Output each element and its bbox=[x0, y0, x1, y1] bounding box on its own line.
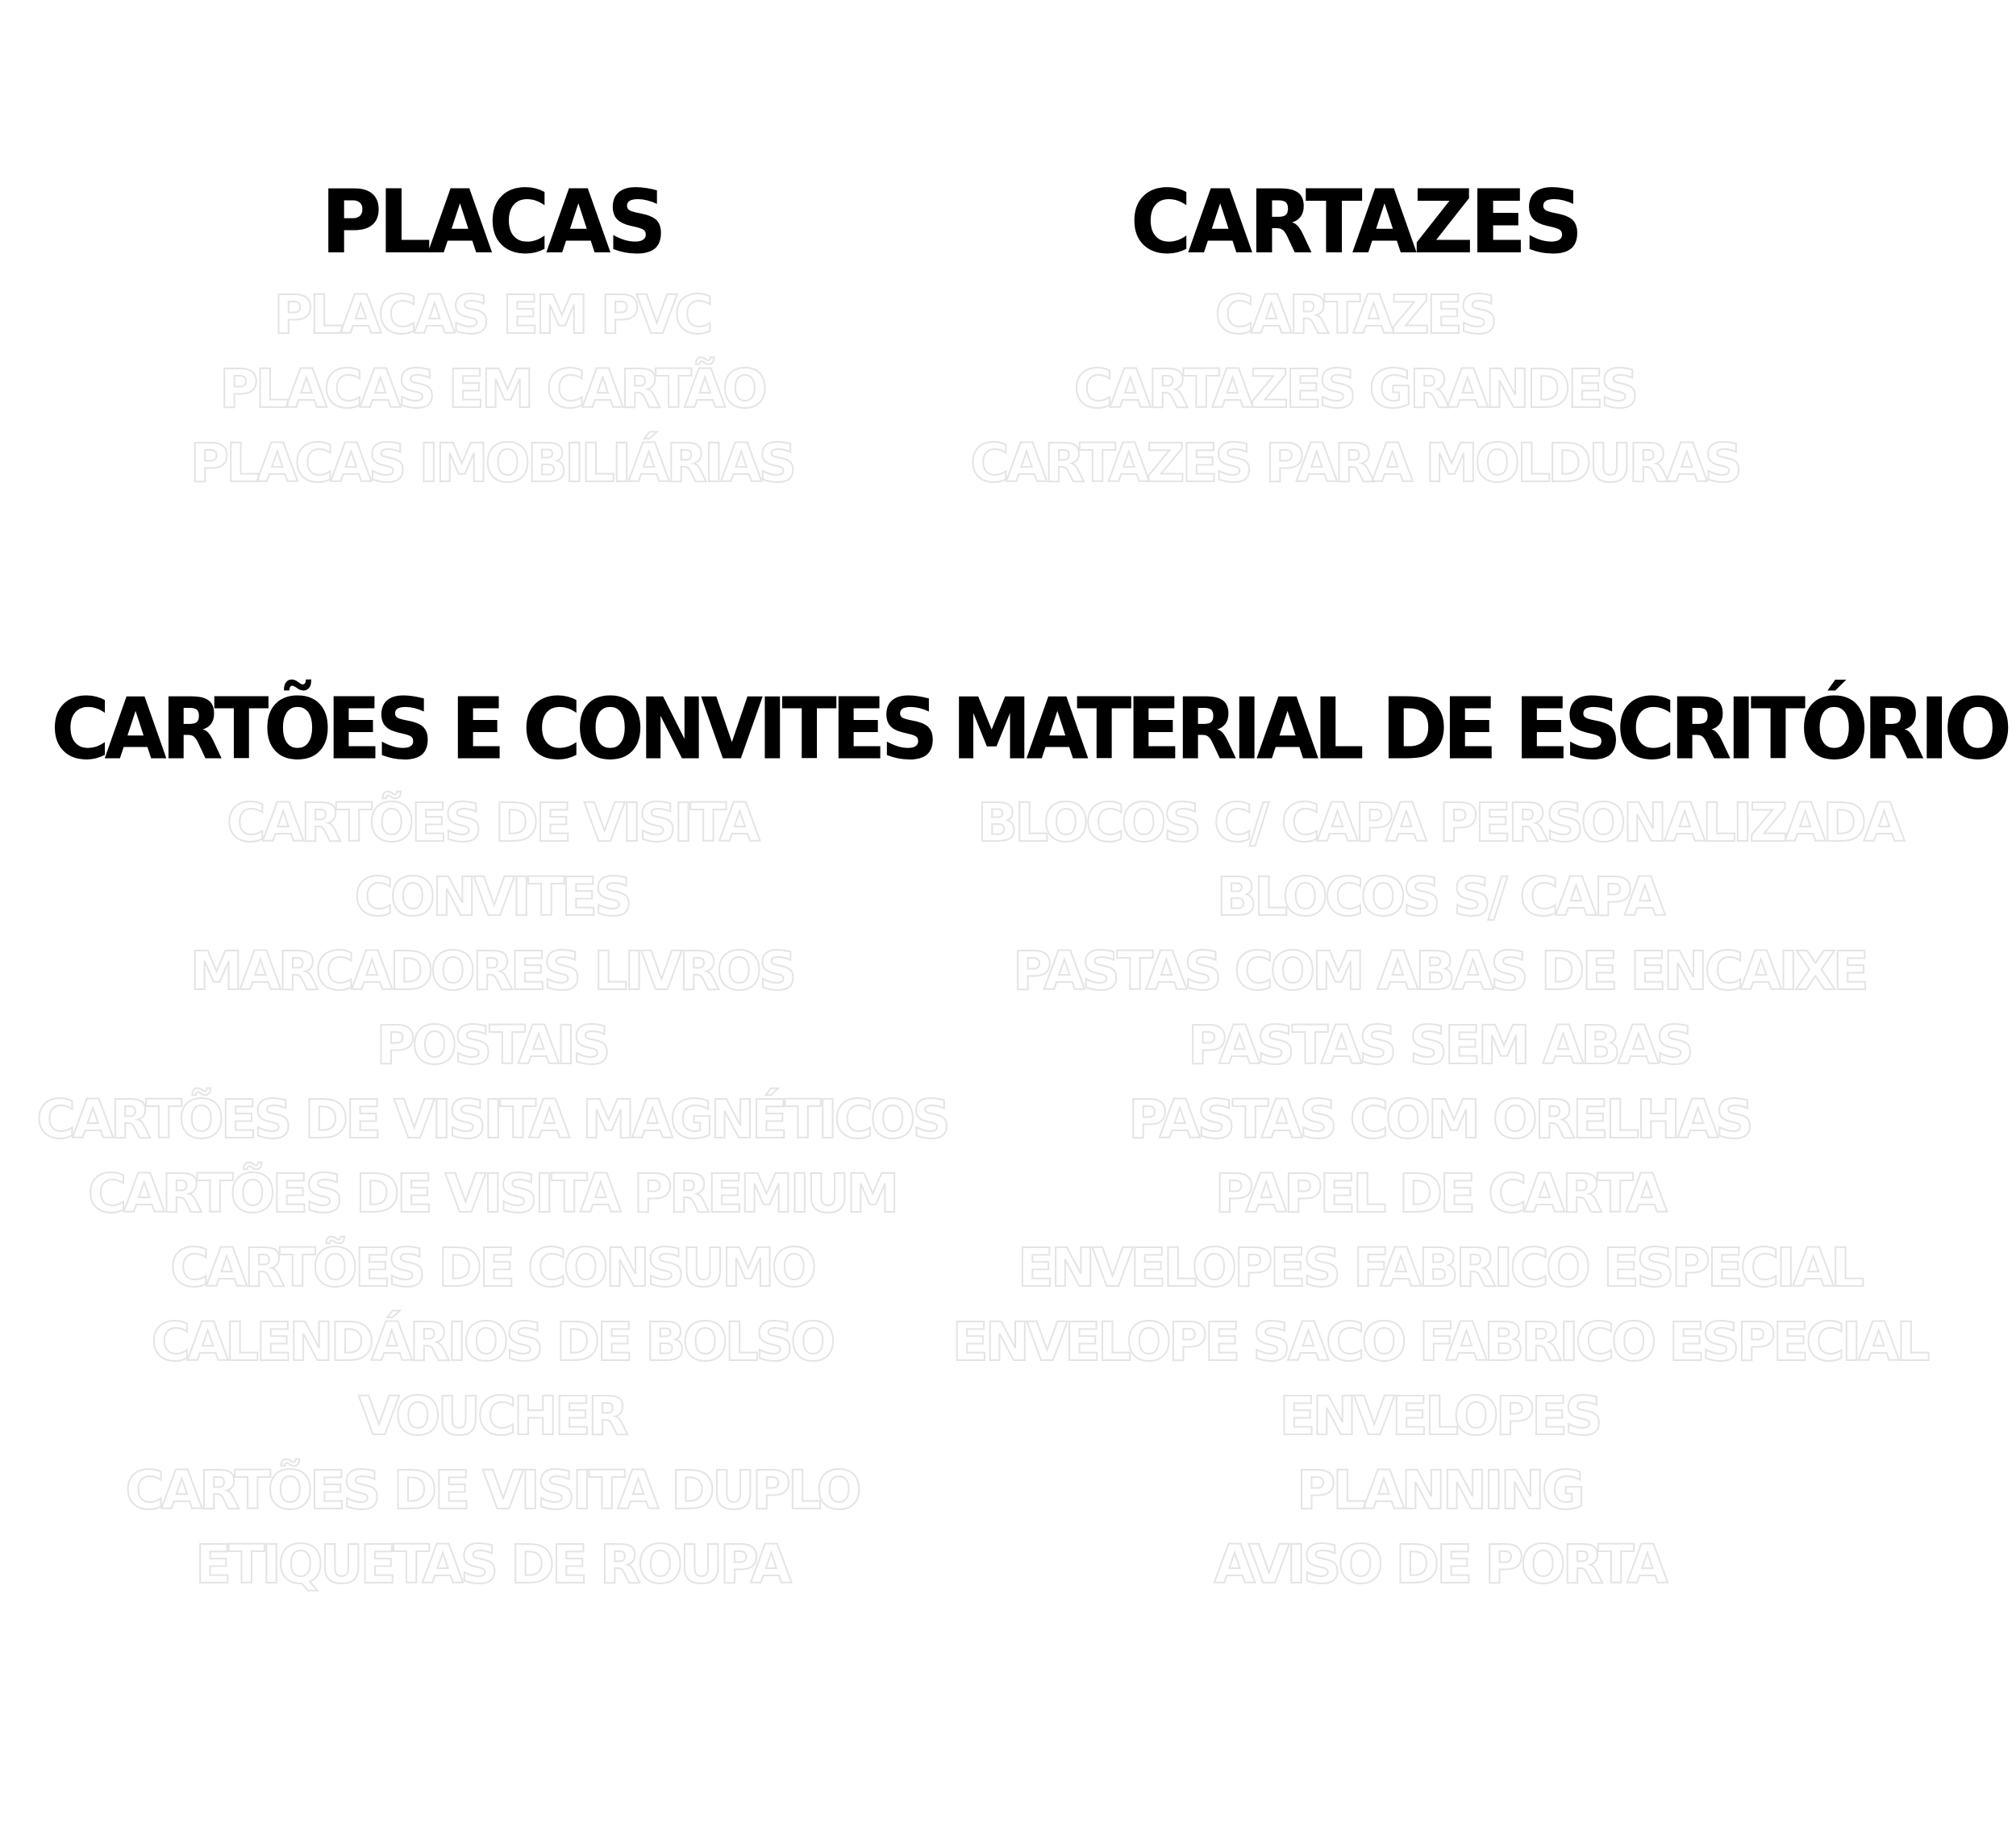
menu-item-envelopes[interactable]: ENVELOPES bbox=[1278, 1384, 1603, 1448]
section-material-de-escritorio: MATERIAL DE ESCRITÓRIO BLOCOS C/ CAPA PE… bbox=[952, 673, 2013, 1602]
menu-item-pastas-sem-abas[interactable]: PASTAS SEM ABAS bbox=[1187, 1013, 1695, 1077]
menu-item-placas-em-pvc[interactable]: PLACAS EM PVC bbox=[273, 283, 714, 347]
menu-item-voucher[interactable]: VOUCHER bbox=[357, 1384, 629, 1448]
menu-list-cartoes-e-convites: CARTÕES DE VISITA CONVITES MARCADORES LI… bbox=[0, 786, 984, 1602]
menu-item-cartoes-de-visita[interactable]: CARTÕES DE VISITA bbox=[226, 791, 761, 855]
menu-item-cartoes-de-visita-premium[interactable]: CARTÕES DE VISITA PREMIUM bbox=[87, 1162, 900, 1226]
menu-list-material-de-escritorio: BLOCOS C/ CAPA PERSONALIZADA BLOCOS S/ C… bbox=[952, 786, 1931, 1602]
menu-item-convites[interactable]: CONVITES bbox=[353, 865, 633, 929]
menu-item-aviso-de-porta[interactable]: AVISO DE PORTA bbox=[1213, 1533, 1668, 1596]
section-heading-cartoes-e-convites: CARTÕES E CONVITES bbox=[50, 680, 939, 779]
menu-list-placas: PLACAS EM PVC PLACAS EM CARTÃO PLACAS IM… bbox=[89, 278, 895, 501]
menu-item-etiquetas-de-roupa[interactable]: ETIQUETAS DE ROUPA bbox=[194, 1533, 793, 1596]
menu-item-postais[interactable]: POSTAIS bbox=[375, 1013, 611, 1077]
menu-item-cartazes-grandes[interactable]: CARTAZES GRANDES bbox=[1073, 357, 1640, 421]
menu-item-cartoes-de-visita-magneticos[interactable]: CARTÕES DE VISITA MAGNÉTICOS bbox=[35, 1088, 952, 1151]
menu-item-placas-imobiliarias[interactable]: PLACAS IMOBILIÁRIAS bbox=[190, 431, 798, 495]
section-heading-material-de-escritorio: MATERIAL DE ESCRITÓRIO bbox=[952, 680, 2012, 779]
section-heading-placas: PLACAS bbox=[320, 169, 668, 274]
menu-item-blocos-c-capa-personalizada[interactable]: BLOCOS C/ CAPA PERSONALIZADA bbox=[977, 791, 1906, 855]
menu-item-calendarios-de-bolso[interactable]: CALENDÁRIOS DE BOLSO bbox=[151, 1310, 837, 1374]
menu-item-cartoes-de-visita-duplo[interactable]: CARTÕES DE VISITA DUPLO bbox=[124, 1459, 862, 1522]
menu-item-pastas-com-orelhas[interactable]: PASTAS COM ORELHAS bbox=[1127, 1088, 1755, 1151]
menu-item-cartoes-de-consumo[interactable]: CARTÕES DE CONSUMO bbox=[169, 1236, 818, 1300]
section-placas: PLACAS PLACAS EM PVC PLACAS EM CARTÃO PL… bbox=[89, 165, 895, 501]
menu-item-blocos-s-capa[interactable]: BLOCOS S/ CAPA bbox=[1216, 865, 1667, 929]
menu-item-planning[interactable]: PLANNING bbox=[1296, 1459, 1586, 1522]
section-cartazes: CARTAZES CARTAZES CARTAZES GRANDES CARTA… bbox=[952, 165, 1758, 501]
menu-item-marcadores-livros[interactable]: MARCADORES LIVROS bbox=[190, 939, 798, 1003]
menu-list-cartazes: CARTAZES CARTAZES GRANDES CARTAZES PARA … bbox=[952, 278, 1758, 501]
menu-item-pastas-com-abas-de-encaixe[interactable]: PASTAS COM ABAS DE ENCAIXE bbox=[1012, 939, 1870, 1003]
section-heading-cartazes: CARTAZES bbox=[1130, 169, 1584, 274]
menu-item-cartazes-para-molduras[interactable]: CARTAZES PARA MOLDURAS bbox=[969, 431, 1743, 495]
menu-item-cartazes[interactable]: CARTAZES bbox=[1214, 283, 1499, 347]
menu-item-envelope-saco-fabrico-especial[interactable]: ENVELOPE SACO FABRICO ESPECIAL bbox=[952, 1310, 1931, 1374]
menu-item-placas-em-cartao[interactable]: PLACAS EM CARTÃO bbox=[219, 357, 768, 421]
menu-item-envelopes-fabrico-especial[interactable]: ENVELOPES FABRICO ESPECIAL bbox=[1017, 1236, 1865, 1300]
section-cartoes-e-convites: CARTÕES E CONVITES CARTÕES DE VISITA CON… bbox=[0, 673, 984, 1602]
menu-item-papel-de-carta[interactable]: PAPEL DE CARTA bbox=[1214, 1162, 1668, 1226]
